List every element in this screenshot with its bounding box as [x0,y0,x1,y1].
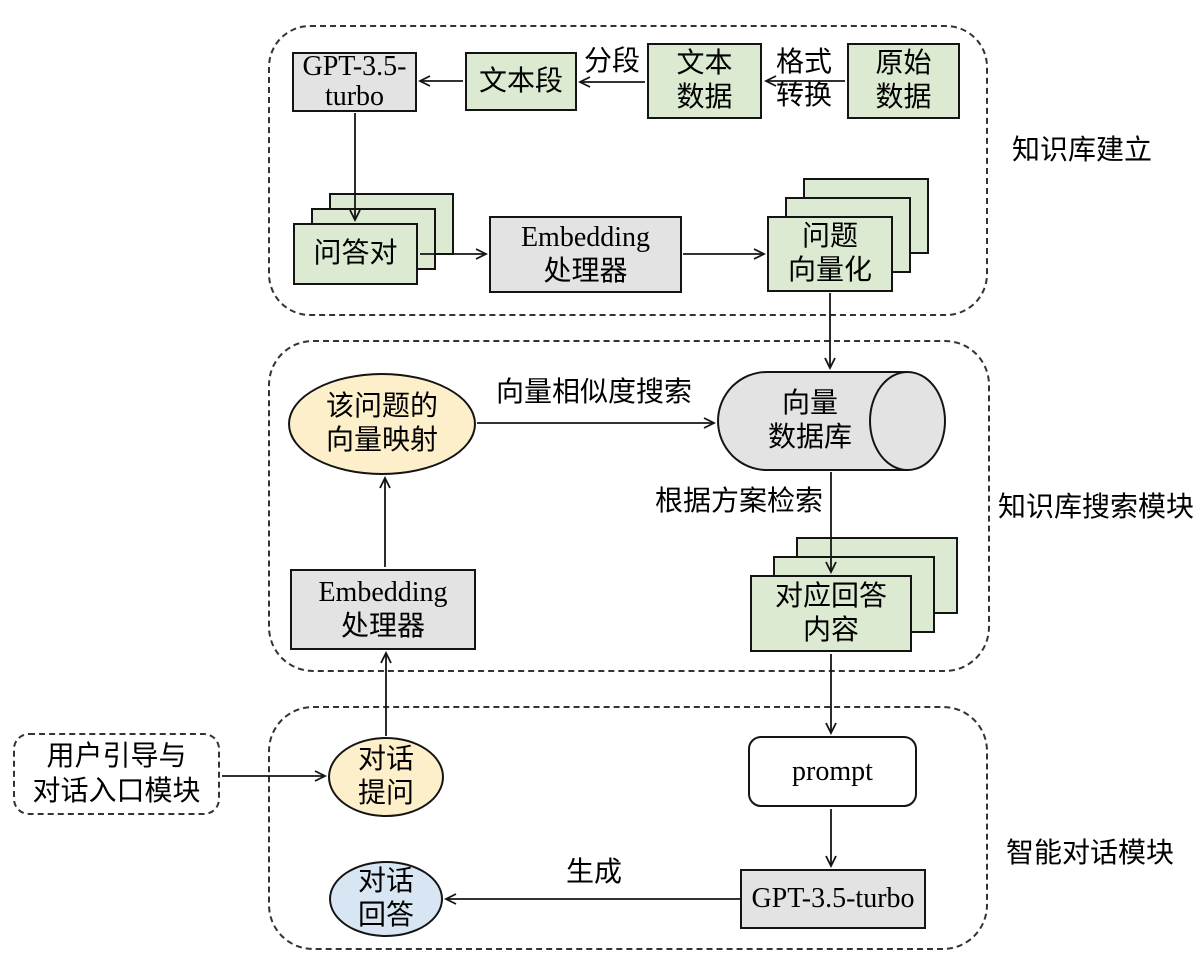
section-label-knowledge-search: 知识库搜索模块 [998,492,1194,523]
node-gpt-3-5-turbo-bottom-label: GPT-3.5-turbo [751,883,915,914]
node-text-segment-label: 文本段 [478,65,563,97]
section-knowledge-search [268,340,990,672]
section-smart-dialog [268,706,988,950]
node-text-segment: 文本段 [465,52,577,111]
node-text-data-line2: 数据 [676,82,733,113]
node-user-guide-entry: 用户引导与 对话入口模块 [13,733,220,815]
edge-label-format-conversion-line1: 格式 [775,47,832,78]
section-knowledge-build [268,25,988,316]
node-vector-database-line1: 向量 [781,388,838,419]
node-gpt-3-5-turbo-top-line2: turbo [324,81,385,112]
node-matched-answer-content-line1: 对应回答 [774,580,887,612]
node-vector-database-line2: 数据库 [767,422,852,453]
node-prompt: prompt [748,736,917,807]
node-matched-answer-content-line2: 内容 [802,614,859,646]
edge-label-format-conversion-line2: 转换 [775,80,832,111]
node-embedding-processor-1-line2: 处理器 [543,255,628,287]
node-matched-answer-content: 对应回答 内容 [750,575,912,652]
node-raw-data: 原始 数据 [847,43,960,119]
node-text-data: 文本 数据 [647,43,762,119]
node-user-guide-entry-line1: 用户引导与 [46,741,187,772]
node-dialog-question-line1: 对话 [357,744,414,775]
edge-label-vector-similarity-search: 向量相似度搜索 [496,377,693,408]
node-raw-data-line1: 原始 [875,48,932,79]
section-label-knowledge-build: 知识库建立 [1012,135,1153,166]
node-raw-data-line2: 数据 [875,82,932,113]
node-embedding-processor-2-line1: Embedding [318,576,448,608]
node-qa-pairs: 问答对 [293,223,418,285]
node-prompt-label: prompt [792,755,873,787]
node-embedding-processor-1-line1: Embedding [520,221,651,253]
node-dialog-answer: 对话 回答 [329,861,443,937]
edge-label-retrieval-by-plan: 根据方案检索 [655,486,824,517]
node-gpt-3-5-turbo-top: GPT-3.5- turbo [292,52,417,112]
node-vector-database: 向量 数据库 [717,371,903,471]
node-dialog-answer-line1: 对话 [357,866,414,897]
node-embedding-processor-2-line2: 处理器 [340,610,425,642]
node-question-vector-mapping-line1: 该问题的 [325,391,438,422]
node-embedding-processor-1: Embedding 处理器 [489,216,682,293]
node-question-vector-mapping-line2: 向量映射 [325,425,438,456]
node-gpt-3-5-turbo-top-line1: GPT-3.5- [302,51,407,82]
edge-label-generate: 生成 [566,857,623,888]
node-user-guide-entry-line2: 对话入口模块 [32,776,201,807]
node-question-vectorization: 问题 向量化 [767,216,893,292]
node-dialog-question-line2: 提问 [357,778,414,809]
edge-label-format-conversion: 格式 转换 [775,46,833,112]
node-text-data-line1: 文本 [676,48,733,79]
node-dialog-answer-line2: 回答 [357,900,414,931]
node-vector-database-cap [869,371,946,471]
node-qa-pairs-label: 问答对 [313,238,398,269]
node-embedding-processor-2: Embedding 处理器 [290,569,476,650]
node-question-vector-mapping: 该问题的 向量映射 [288,373,476,475]
node-question-vectorization-line2: 向量化 [787,255,872,286]
node-gpt-3-5-turbo-bottom: GPT-3.5-turbo [740,869,926,929]
node-dialog-question: 对话 提问 [328,737,444,817]
node-question-vectorization-line1: 问题 [801,221,858,252]
section-label-smart-dialog: 智能对话模块 [1006,838,1175,869]
edge-label-segmentation: 分段 [584,46,641,77]
